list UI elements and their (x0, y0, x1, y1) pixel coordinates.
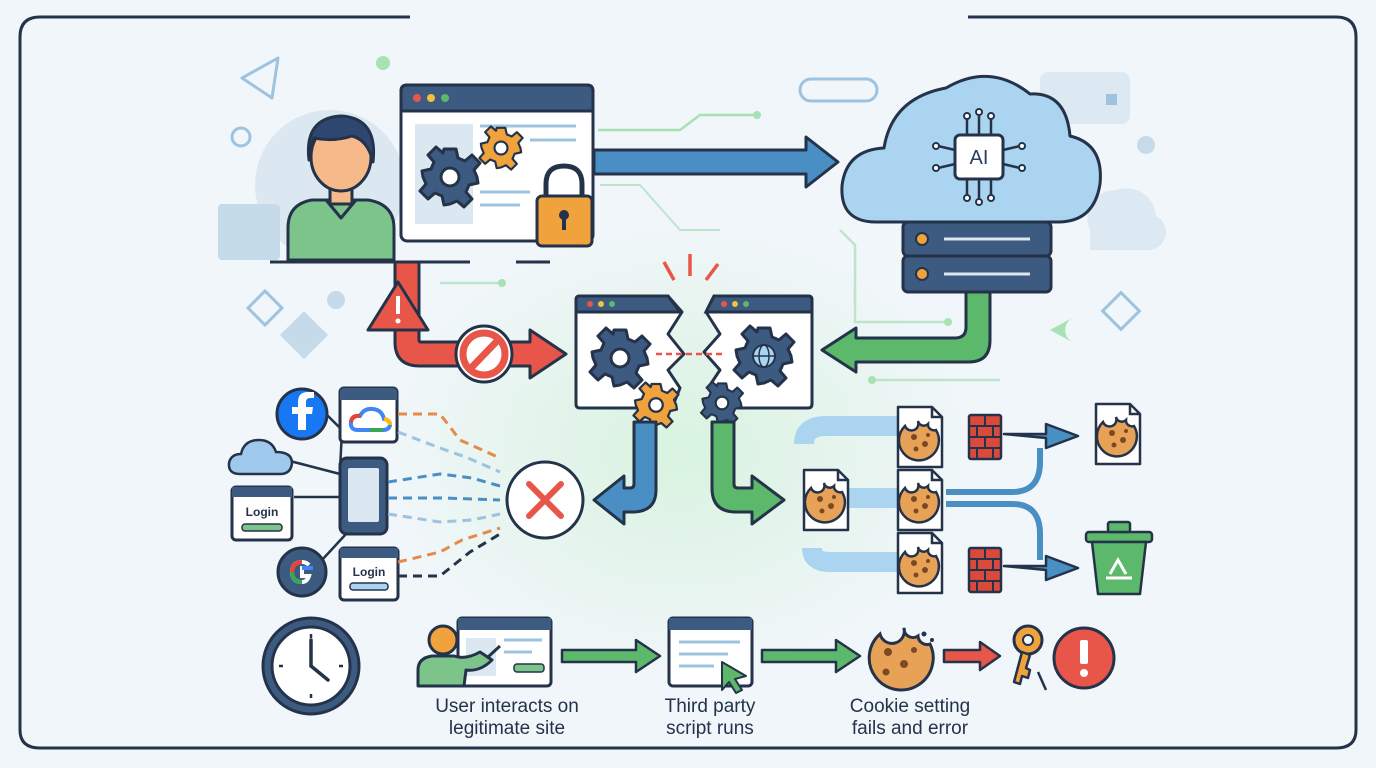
error-icon (1052, 626, 1116, 690)
step-user-interacts-icon (416, 616, 553, 688)
settings-gear-small-icon (478, 125, 524, 171)
warning-icon (366, 280, 430, 332)
broken-browser-window-left (574, 294, 686, 410)
step-script-runs-icon (667, 616, 754, 694)
phone-icon (338, 456, 389, 536)
firewall-bottom-icon (967, 546, 1003, 594)
settings-browser-window (399, 83, 595, 243)
step-caption-cookie-fails: Cookie setting fails and error (830, 696, 990, 740)
settings-gear-icon (418, 145, 482, 209)
arrow-to-cloud (592, 135, 840, 189)
step-caption-line: script runs (666, 718, 754, 739)
step-caption-line: Third party (664, 696, 756, 717)
server-stack (901, 220, 1053, 294)
failure-x-icon (505, 460, 585, 540)
login-label-left: Login (246, 505, 279, 519)
falling-gear-blue-icon (699, 380, 745, 426)
cookie-flow (794, 402, 1154, 596)
trash-recycle-icon (1084, 520, 1154, 596)
login-box-left: Login (230, 485, 294, 542)
step-caption-line: legitimate site (448, 718, 566, 739)
step-caption-script-runs: Third party script runs (640, 696, 780, 740)
ai-chip-label: AI (970, 147, 989, 169)
google-icon (276, 546, 328, 598)
clock-icon (261, 616, 361, 716)
arrow-to-failure (592, 420, 658, 526)
arrow-server-to-broken-windows (820, 290, 992, 374)
blocked-icon (454, 324, 514, 384)
globe-icon (752, 344, 776, 368)
broken-gear-left-icon (588, 326, 652, 390)
break-marks (656, 254, 722, 356)
lock-icon (535, 163, 594, 248)
google-cloud-window-icon (338, 386, 399, 444)
step-caption-line: Cookie setting (849, 696, 971, 717)
step-caption-user-interacts: User interacts on legitimate site (408, 696, 606, 740)
step-arrow-1 (560, 638, 662, 674)
firewall-top-icon (967, 413, 1003, 461)
login-sources: Login Login (227, 386, 501, 602)
user-avatar (270, 114, 550, 264)
step-caption-line: User interacts on (435, 696, 579, 717)
login-label-right: Login (353, 565, 386, 579)
arrow-to-cookies (710, 420, 786, 526)
arrow-blocked (393, 260, 568, 380)
step-cookie-icon (867, 627, 935, 692)
ai-cloud: AI (840, 74, 1102, 224)
cloud-icon (227, 438, 294, 476)
step-caption-line: fails and error (851, 718, 969, 739)
step-arrow-3 (942, 640, 1002, 672)
broken-key-icon (1012, 624, 1048, 691)
login-box-right: Login (338, 546, 400, 602)
step-arrow-2 (760, 638, 862, 674)
outer-frame (18, 15, 1358, 750)
